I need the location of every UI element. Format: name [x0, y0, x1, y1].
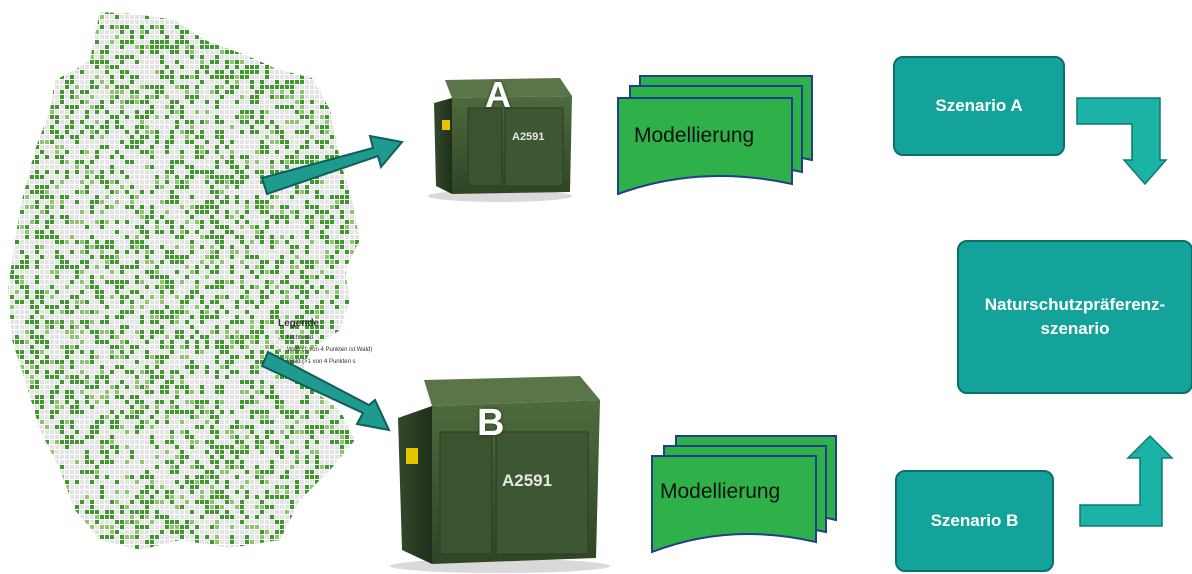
- container-a-letter: A: [485, 74, 511, 115]
- legend-label-forest-one: Wald (1 von 4 Punkten ist Wald): [287, 347, 373, 353]
- germany-forest-map: [8, 12, 359, 549]
- elbow-arrow-up: [1079, 434, 1174, 527]
- modelling-label-a: Modellierung: [634, 124, 755, 147]
- legend-swatch-forest-one: [278, 348, 281, 352]
- container-a-code: A2591: [512, 131, 544, 143]
- container-b-letter: B: [477, 402, 505, 444]
- legend-item-forest-one: Wald (1 von 4 Punkten ist Wald): [278, 344, 372, 356]
- legend-swatch-nonforest: [278, 336, 281, 340]
- modelling-label-b: Modellierung: [660, 480, 781, 503]
- arrow-to-container-b: [260, 350, 391, 432]
- document-stack-b: [651, 435, 837, 554]
- arrow-to-container-a: [260, 134, 404, 196]
- nature-scenario-box: Naturschutzpräferenz- szenario: [957, 240, 1192, 394]
- legend-item-nonforest: Nichtwald: [278, 332, 372, 344]
- scenario-a-box: Szenario A: [893, 56, 1065, 156]
- scenario-b-box: Szenario B: [895, 470, 1054, 572]
- legend-title: Legende: [278, 318, 320, 329]
- nature-scenario-line2: szenario: [1040, 319, 1110, 338]
- container-a-graphic: A2591: [428, 78, 572, 202]
- document-stack-a: [617, 75, 813, 196]
- elbow-arrow-down: [1076, 97, 1168, 186]
- legend-label-forest-many: Wald (>1 von 4 Punkten s: [287, 359, 356, 365]
- container-b-code: A2591: [502, 471, 552, 490]
- legend-label-nonforest: Nichtwald: [287, 335, 314, 341]
- nature-scenario-line1: Naturschutzpräferenz-: [984, 295, 1166, 314]
- container-b-graphic: A2591: [390, 376, 610, 573]
- scenario-a-label: Szenario A: [935, 96, 1023, 115]
- scenario-b-label: Szenario B: [930, 511, 1019, 530]
